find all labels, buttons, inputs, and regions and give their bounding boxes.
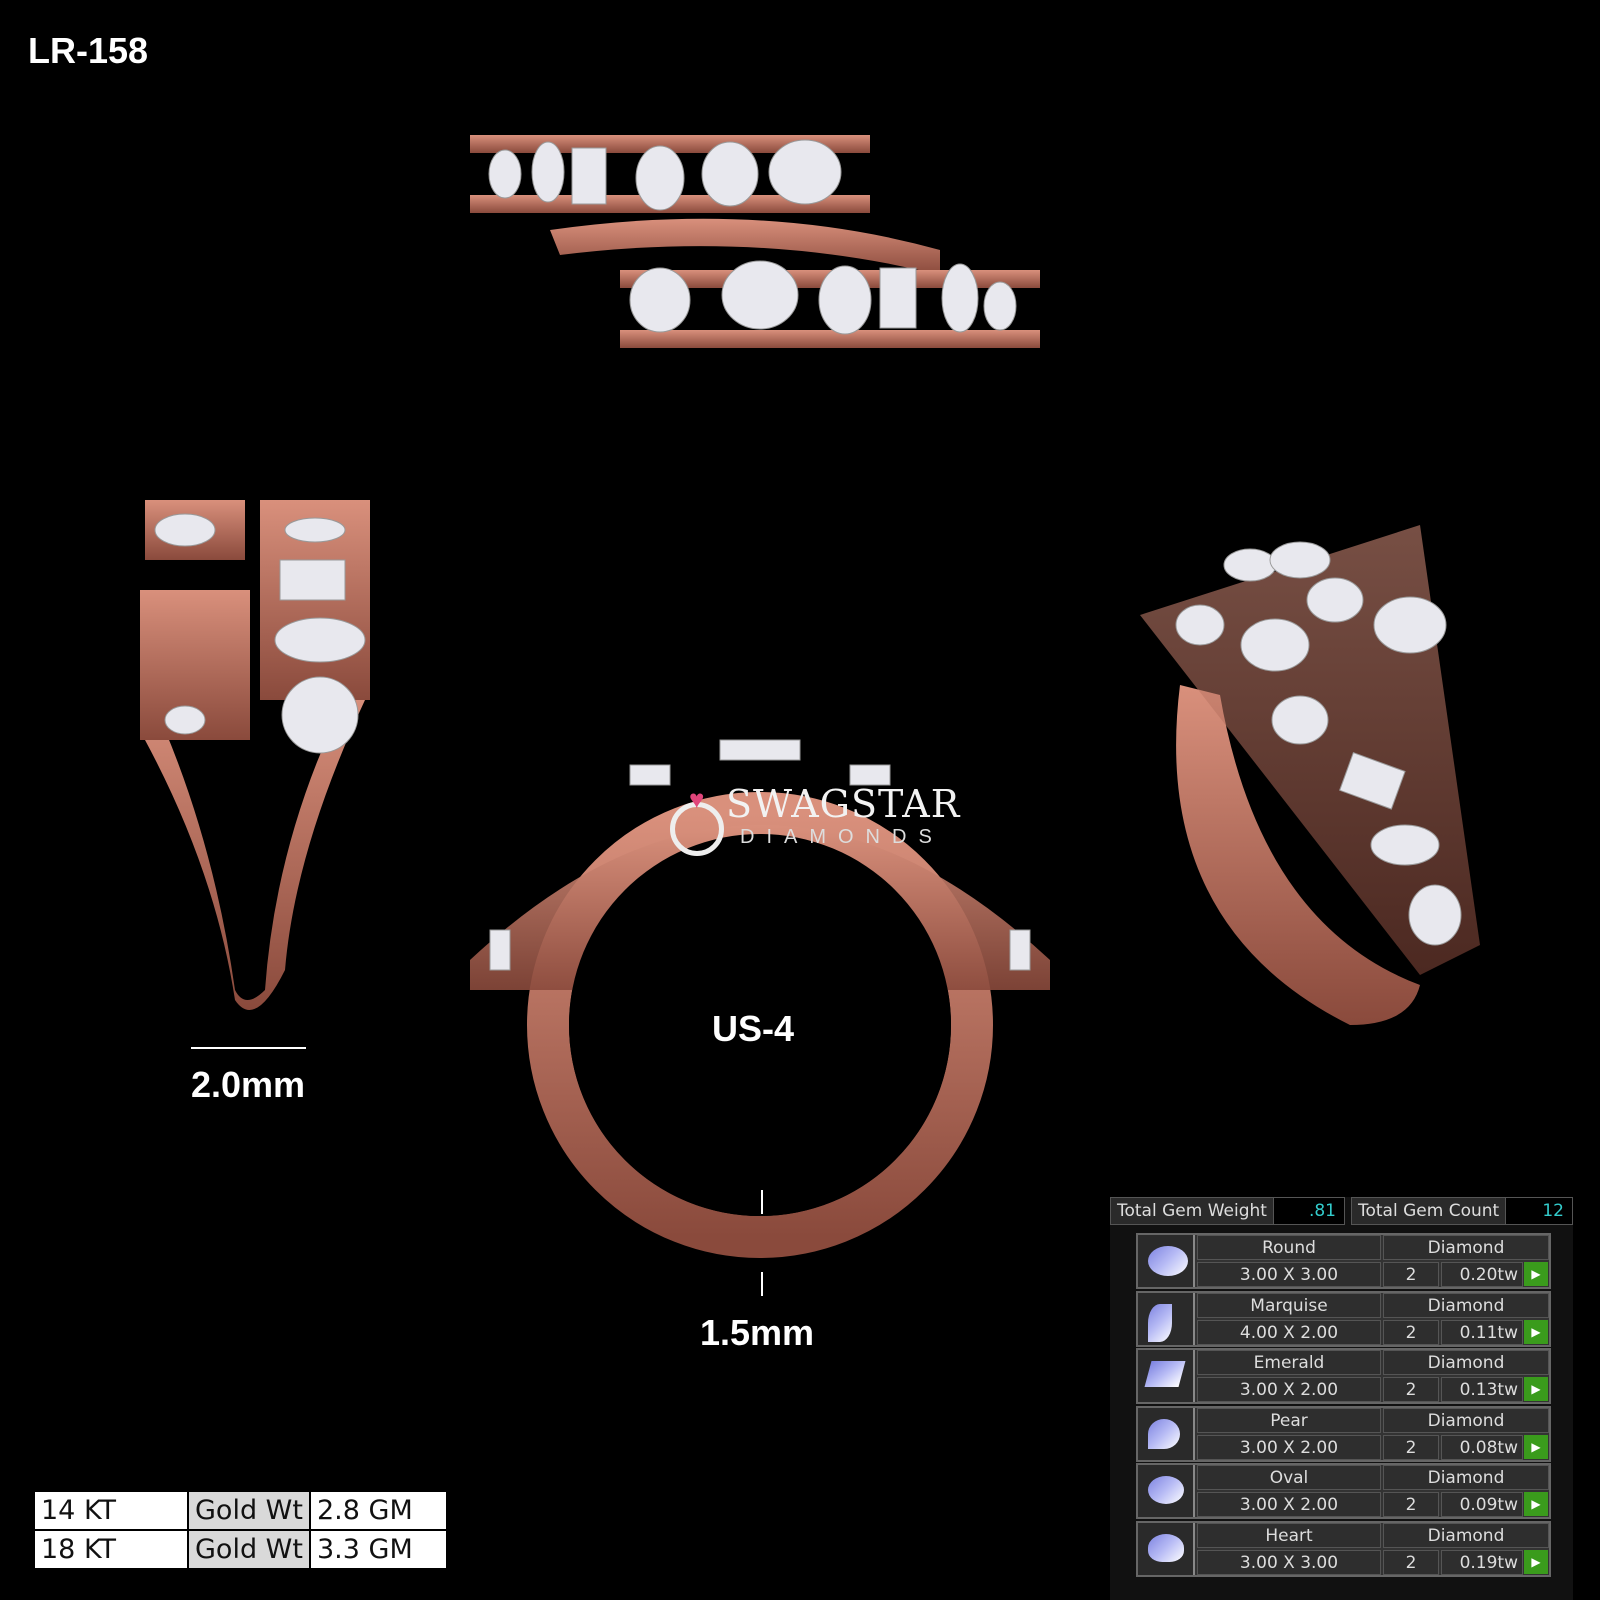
gem-size: 3.00 X 2.00 xyxy=(1197,1434,1381,1460)
gem-weight: 0.08tw xyxy=(1441,1434,1523,1460)
gem-qty: 2 xyxy=(1383,1377,1439,1403)
logo-sub: DIAMONDS xyxy=(740,826,944,848)
logo-ring-icon xyxy=(670,802,724,856)
oval-gem-icon xyxy=(1148,1476,1184,1505)
gem-row: Oval Diamond 3.00 X 2.00 2 0.09tw ▶ xyxy=(1136,1463,1551,1520)
gem-size: 3.00 X 2.00 xyxy=(1197,1492,1381,1518)
gem-qty: 2 xyxy=(1383,1434,1439,1460)
gem-weight: 0.19tw xyxy=(1441,1550,1523,1575)
gem-icon-cell xyxy=(1138,1235,1195,1287)
gem-type: Diamond xyxy=(1383,1407,1549,1433)
gem-row: Heart Diamond 3.00 X 3.00 2 0.19tw ▶ xyxy=(1136,1521,1551,1577)
gem-details-button[interactable]: ▶ xyxy=(1524,1434,1548,1459)
gem-size: 4.00 X 2.00 xyxy=(1197,1319,1381,1345)
gem-qty: 2 xyxy=(1383,1492,1439,1518)
gem-row: Round Diamond 3.00 X 3.00 2 0.20tw ▶ xyxy=(1136,1233,1551,1289)
total-gem-weight-label: Total Gem Weight xyxy=(1111,1198,1274,1224)
gem-size: 3.00 X 3.00 xyxy=(1197,1262,1381,1287)
gem-qty: 2 xyxy=(1383,1319,1439,1345)
gem-details-button[interactable]: ▶ xyxy=(1524,1319,1548,1344)
ring-side-view xyxy=(140,500,370,1010)
gem-icon-cell xyxy=(1138,1465,1195,1518)
gem-shape: Pear xyxy=(1197,1407,1381,1433)
play-arrow-icon: ▶ xyxy=(1531,1267,1541,1281)
play-arrow-icon: ▶ xyxy=(1531,1555,1541,1569)
gem-shape: Oval xyxy=(1197,1465,1381,1491)
ring-front-view xyxy=(470,739,1050,1258)
heart-gem-icon xyxy=(1148,1534,1184,1562)
gem-weight: 0.13tw xyxy=(1441,1377,1523,1403)
band-thickness-label: 1.5mm xyxy=(699,1312,815,1353)
shank-width-label: 2.0mm xyxy=(190,1064,306,1105)
gem-details-button[interactable]: ▶ xyxy=(1524,1550,1548,1574)
gem-icon-cell xyxy=(1138,1350,1195,1403)
gem-shape: Emerald xyxy=(1197,1350,1381,1376)
ring-top-view xyxy=(470,135,1040,348)
pear-gem-icon xyxy=(1148,1418,1180,1449)
gem-weight: 0.09tw xyxy=(1441,1492,1523,1518)
total-gem-count-value: 12 xyxy=(1506,1198,1572,1224)
gem-qty: 2 xyxy=(1383,1262,1439,1287)
gem-details-button[interactable]: ▶ xyxy=(1524,1377,1548,1402)
play-arrow-icon: ▶ xyxy=(1531,1439,1541,1454)
gem-details-button[interactable]: ▶ xyxy=(1524,1262,1548,1286)
gold-weight: 3.3 GM xyxy=(309,1529,448,1570)
product-code: LR-158 xyxy=(28,30,149,71)
total-gem-weight: Total Gem Weight.81 xyxy=(1110,1197,1345,1225)
tick-top xyxy=(761,1190,763,1214)
gem-size: 3.00 X 3.00 xyxy=(1197,1550,1381,1575)
ring-size-label: US-4 xyxy=(711,1008,795,1049)
gem-shape: Marquise xyxy=(1197,1292,1381,1318)
round-gem-icon xyxy=(1148,1246,1188,1276)
scale-line xyxy=(191,1047,306,1049)
karat: 14 KT xyxy=(33,1490,189,1531)
gem-row: Pear Diamond 3.00 X 2.00 2 0.08tw ▶ xyxy=(1136,1405,1551,1462)
tick-bottom xyxy=(761,1272,763,1296)
gem-type: Diamond xyxy=(1383,1350,1549,1376)
gem-shape: Round xyxy=(1197,1235,1381,1260)
gem-row: Marquise Diamond 4.00 X 2.00 2 0.11tw ▶ xyxy=(1136,1290,1551,1347)
play-arrow-icon: ▶ xyxy=(1531,1382,1541,1397)
gem-details-button[interactable]: ▶ xyxy=(1524,1492,1548,1517)
logo-name: SWAGSTAR xyxy=(726,782,961,826)
gem-type: Diamond xyxy=(1383,1465,1549,1491)
gold-wt-label: Gold Wt xyxy=(187,1490,311,1531)
gem-qty: 2 xyxy=(1383,1550,1439,1575)
gem-icon-cell xyxy=(1138,1523,1195,1575)
gold-wt-label: Gold Wt xyxy=(187,1529,311,1570)
play-arrow-icon: ▶ xyxy=(1531,1324,1541,1339)
gold-weight: 2.8 GM xyxy=(309,1490,448,1531)
gem-shape: Heart xyxy=(1197,1523,1381,1548)
gem-row: Emerald Diamond 3.00 X 2.00 2 0.13tw ▶ xyxy=(1136,1348,1551,1405)
total-gem-count-label: Total Gem Count xyxy=(1352,1198,1507,1224)
gem-size: 3.00 X 2.00 xyxy=(1197,1377,1381,1403)
logo-heart-icon: ♥ xyxy=(689,784,705,814)
gem-weight: 0.20tw xyxy=(1441,1262,1523,1287)
gem-icon-cell xyxy=(1138,1292,1195,1345)
gem-icon-cell xyxy=(1138,1407,1195,1460)
emerald-gem-icon xyxy=(1144,1361,1186,1388)
karat: 18 KT xyxy=(33,1529,189,1570)
play-arrow-icon: ▶ xyxy=(1531,1497,1541,1512)
gem-weight: 0.11tw xyxy=(1441,1319,1523,1345)
gem-type: Diamond xyxy=(1383,1235,1549,1260)
total-gem-weight-value: .81 xyxy=(1273,1198,1344,1224)
gem-type: Diamond xyxy=(1383,1292,1549,1318)
gem-type: Diamond xyxy=(1383,1523,1549,1548)
ring-perspective-view xyxy=(1140,525,1480,1025)
marquise-gem-icon xyxy=(1148,1303,1172,1342)
